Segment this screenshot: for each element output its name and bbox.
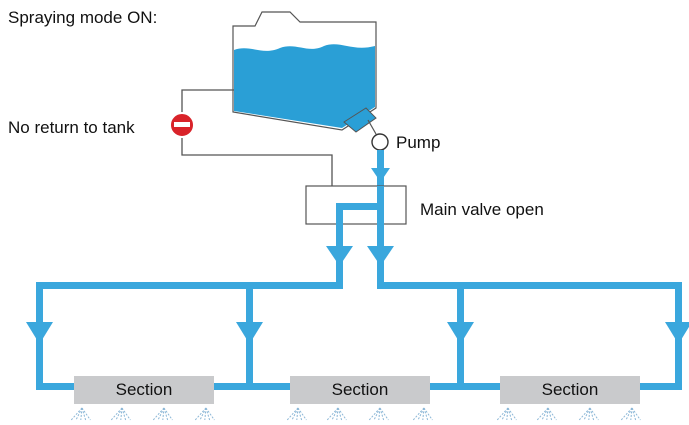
nozzle-icon xyxy=(368,407,389,421)
nozzle-icon xyxy=(412,407,433,421)
tank-outlet xyxy=(343,107,377,133)
valve-outlet-pipes xyxy=(326,224,394,286)
no-return-label: No return to tank xyxy=(8,118,135,137)
nozzle-group xyxy=(70,407,641,421)
nozzle-icon xyxy=(620,407,641,421)
tank-to-pump-line xyxy=(367,119,377,135)
section-1: Section xyxy=(74,376,214,404)
main-valve-label: Main valve open xyxy=(420,200,544,219)
diagram-title: Spraying mode ON: xyxy=(8,8,158,27)
supply-pipe xyxy=(371,150,390,186)
distribution-pipe xyxy=(26,282,689,390)
section-3: Section xyxy=(500,376,640,404)
pump-label: Pump xyxy=(396,133,441,152)
nozzle-icon xyxy=(578,407,599,421)
nozzle-icon xyxy=(286,407,307,421)
tank-liquid xyxy=(234,44,375,129)
return-line xyxy=(181,89,333,200)
nozzle-icon xyxy=(152,407,173,421)
tank xyxy=(232,11,377,133)
valve-internal-flow xyxy=(336,186,384,226)
nozzle-icon xyxy=(110,407,131,421)
nozzle-icon xyxy=(536,407,557,421)
nozzle-icon xyxy=(70,407,91,421)
nozzle-icon xyxy=(194,407,215,421)
nozzle-icon xyxy=(326,407,347,421)
section-2: Section xyxy=(290,376,430,404)
stop-icon xyxy=(169,112,195,138)
pump-icon xyxy=(371,133,389,151)
nozzle-icon xyxy=(496,407,517,421)
